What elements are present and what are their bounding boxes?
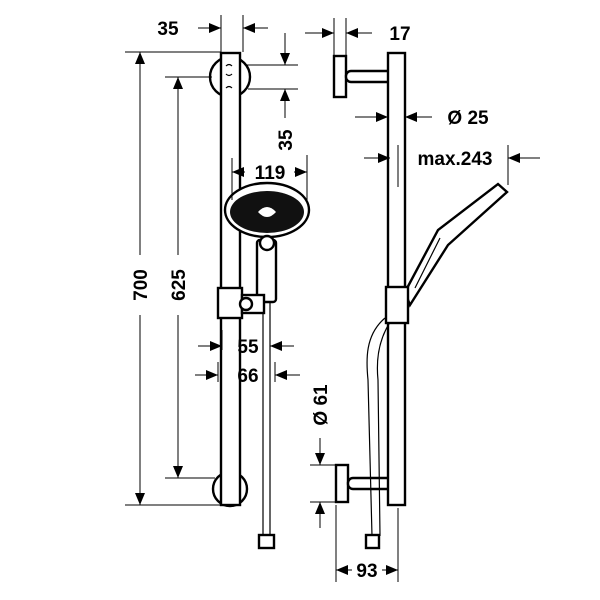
dim-slider-width: 55 bbox=[237, 337, 259, 358]
dim-top-offset: 35 bbox=[157, 19, 179, 40]
slider bbox=[216, 286, 244, 320]
front-view bbox=[208, 51, 311, 550]
dimension-labels: 35 35 17 Ø 25 max.243 119 700 625 55 66 … bbox=[131, 19, 493, 582]
dim-bracket-span: 625 bbox=[169, 269, 190, 301]
top-mount-plate bbox=[332, 54, 348, 99]
rail bbox=[219, 51, 242, 507]
dim-bracket-diameter: Ø 61 bbox=[311, 384, 332, 426]
dim-slider-overall: 66 bbox=[237, 366, 258, 387]
dim-bracket-spacing: 35 bbox=[276, 129, 297, 151]
dim-max-projection: max.243 bbox=[417, 149, 492, 170]
dim-rail-diameter: Ø 25 bbox=[447, 108, 489, 129]
side-view bbox=[332, 51, 509, 550]
hand-shower-side bbox=[403, 182, 509, 308]
side-hose bbox=[366, 317, 386, 537]
hose-end bbox=[257, 533, 276, 550]
bottom-mount-plate bbox=[334, 463, 350, 504]
dimension-lines bbox=[125, 15, 540, 582]
dim-head-diameter: 119 bbox=[255, 163, 286, 184]
top-mount-arm bbox=[344, 69, 394, 84]
dim-wall-distance: 17 bbox=[389, 24, 410, 45]
dim-bracket-depth: 93 bbox=[356, 561, 377, 582]
side-hose-end bbox=[364, 533, 381, 550]
side-slider bbox=[384, 285, 410, 325]
dim-total-height: 700 bbox=[131, 269, 152, 301]
side-rail bbox=[386, 51, 407, 507]
